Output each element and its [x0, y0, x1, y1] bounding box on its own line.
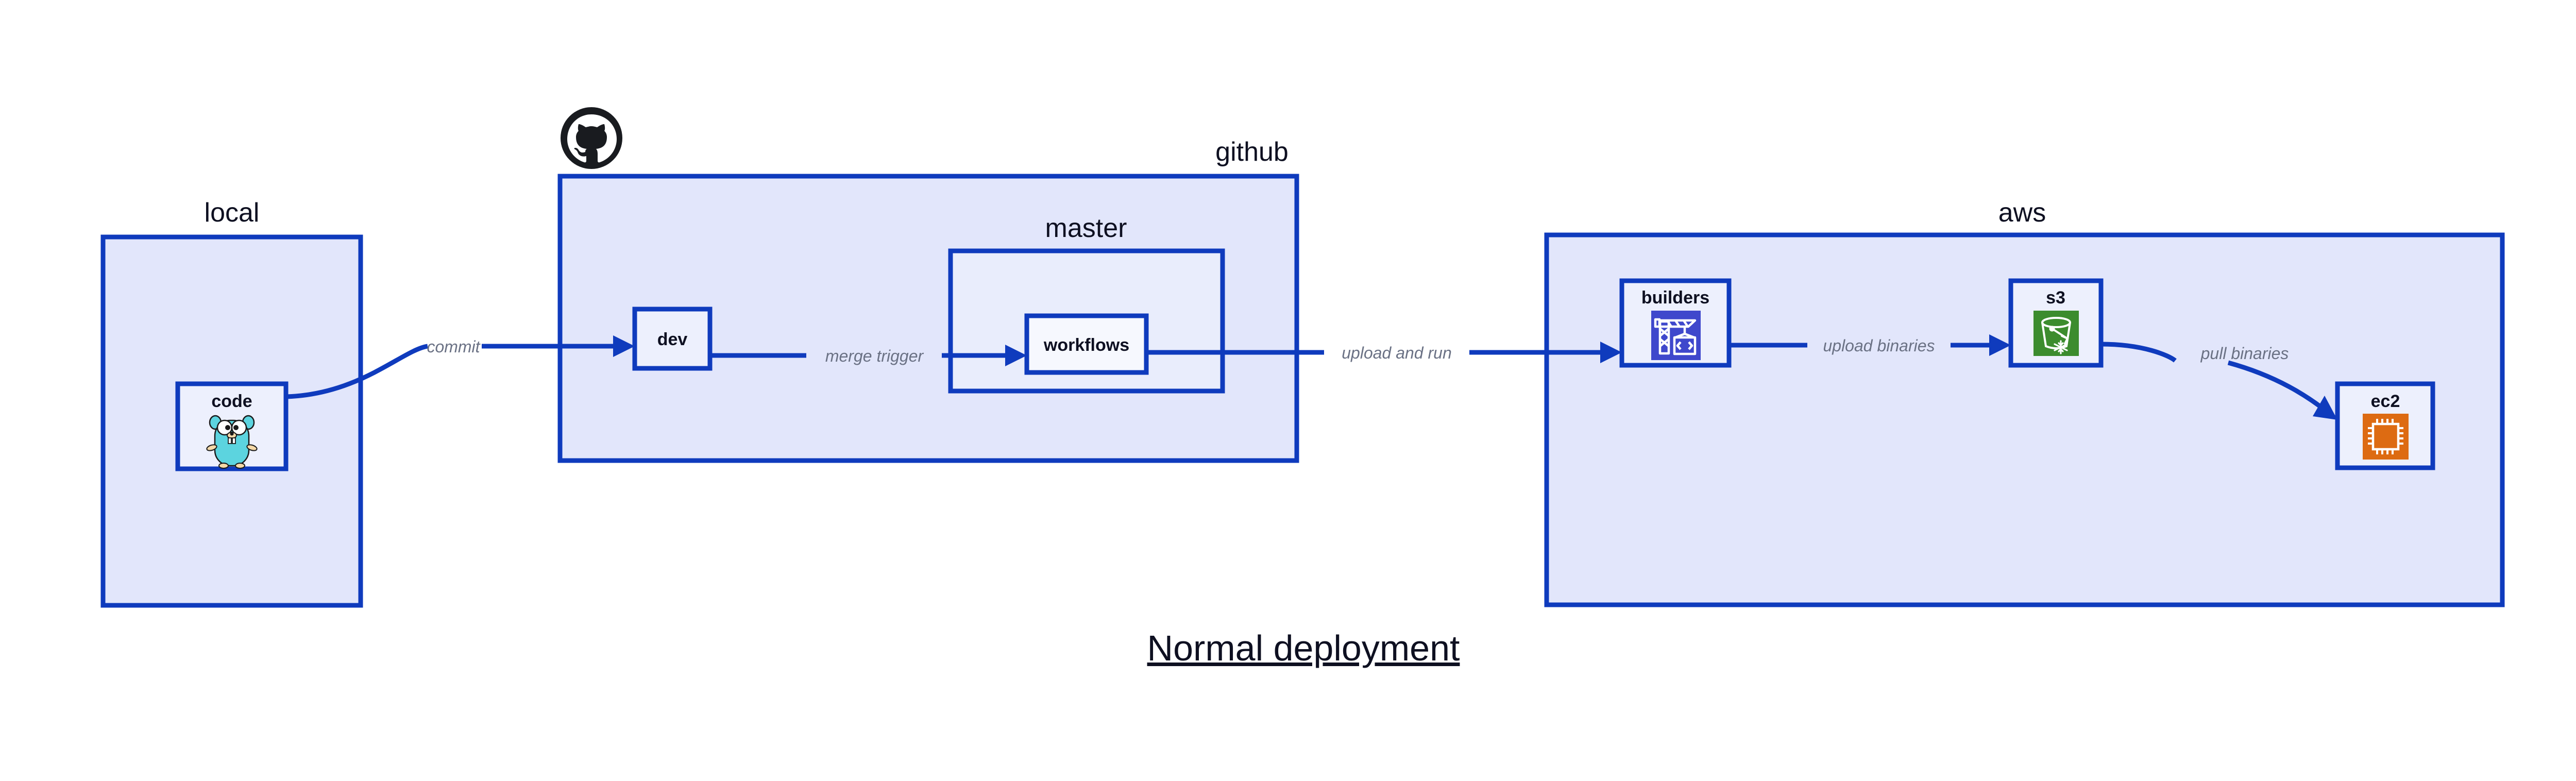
edge-commit-arrowhead: [613, 335, 635, 357]
page-title: Normal deployment: [1147, 628, 1460, 668]
edge-merge-trigger-label: merge trigger: [825, 347, 924, 365]
edge-commit: commit: [286, 335, 635, 399]
aws-ec2-icon: [2363, 414, 2409, 460]
node-s3-label: s3: [2046, 288, 2065, 308]
cluster-aws-label: aws: [1998, 198, 2046, 228]
node-dev-box[interactable]: [632, 307, 713, 371]
node-s3-box[interactable]: [2008, 278, 2104, 368]
aws-ec2-icon-tile: [2363, 414, 2409, 460]
node-dev-label: dev: [657, 330, 688, 349]
node-code-label: code: [211, 392, 252, 411]
cluster-master-label: master: [1045, 213, 1127, 243]
node-code[interactable]: code: [175, 381, 289, 471]
edge-upload-binaries-label: upload binaries: [1823, 336, 1935, 355]
edge-pull-binaries: pull binaries: [2100, 342, 2337, 420]
aws-codebuild-icon-tile: [1651, 311, 1701, 360]
edge-commit-label: commit: [427, 337, 480, 356]
edge-pull-binaries-curve-a: [2100, 342, 2177, 363]
edge-upload-binaries: upload binaries: [1729, 334, 2011, 356]
node-ec2-label: ec2: [2371, 392, 2400, 411]
node-workflows[interactable]: workflows: [1024, 313, 1149, 375]
aws-codebuild-icon: [1651, 311, 1701, 360]
node-workflows-label: workflows: [1043, 335, 1129, 355]
node-s3[interactable]: s3: [2008, 278, 2104, 368]
node-dev[interactable]: dev: [632, 307, 713, 371]
node-builders[interactable]: builders: [1619, 278, 1732, 368]
cluster-local-label: local: [205, 198, 260, 228]
edge-upload-and-run-arrowhead: [1600, 342, 1622, 363]
edge-commit-curve: [286, 344, 428, 399]
edge-pull-binaries-label: pull binaries: [2200, 344, 2289, 363]
edge-upload-binaries-arrowhead: [1989, 334, 2011, 356]
edge-upload-and-run-label: upload and run: [1342, 344, 1452, 362]
node-ec2[interactable]: ec2: [2335, 381, 2435, 470]
github-octocat-icon: [561, 107, 622, 169]
edge-upload-and-run: upload and run: [1146, 342, 1622, 363]
cluster-github-label: github: [1215, 137, 1289, 167]
edge-pull-binaries-arrowhead: [2313, 396, 2337, 420]
edge-merge-trigger-arrowhead: [1005, 345, 1027, 366]
go-gopher-icon: [206, 415, 258, 469]
aws-s3-glacier-icon: [2033, 311, 2079, 356]
node-workflows-box[interactable]: [1024, 313, 1149, 375]
edge-merge-trigger: merge trigger: [710, 345, 1027, 366]
node-builders-label: builders: [1641, 288, 1709, 308]
